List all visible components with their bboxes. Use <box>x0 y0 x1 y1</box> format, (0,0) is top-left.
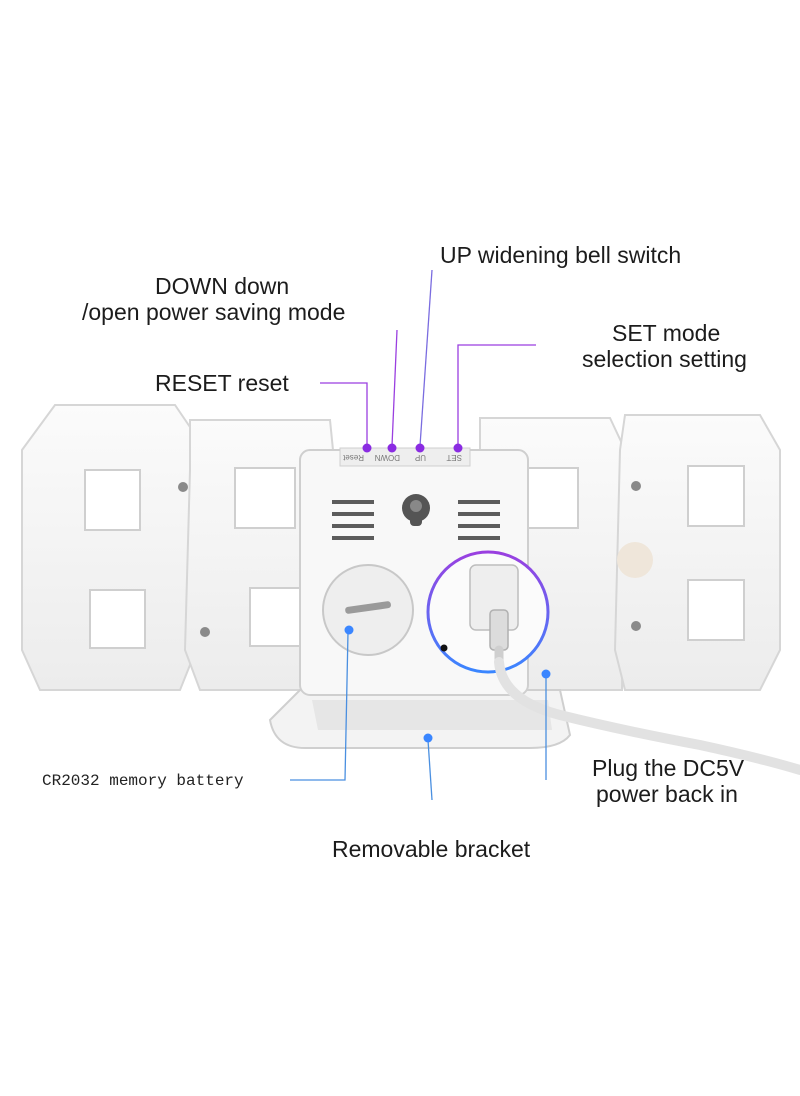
leader-bracket <box>427 739 433 801</box>
leader-reset <box>320 382 368 446</box>
clock-left-digits <box>21 404 337 691</box>
screw-icon <box>631 481 641 491</box>
label-bracket: Removable bracket <box>332 836 531 862</box>
label-plug-line2: power back in <box>596 781 738 807</box>
label-up: UP widening bell switch <box>440 242 682 268</box>
leader-lines <box>290 269 551 801</box>
vent-icon <box>332 500 374 540</box>
label-reset: RESET reset <box>155 370 289 396</box>
label-set-line1: SET mode <box>612 320 721 346</box>
dc-plug-icon <box>469 564 519 670</box>
keyhole-icon <box>402 494 430 526</box>
button-label-down: DOWN <box>374 453 400 462</box>
screw-icon <box>200 627 210 637</box>
battery-cover-icon <box>322 564 414 656</box>
label-down-line1: DOWN down <box>155 273 290 299</box>
vent-icon <box>458 500 500 540</box>
removable-bracket <box>268 689 572 749</box>
screw-icon <box>631 621 641 631</box>
leader-battery <box>290 631 349 781</box>
leader-down <box>391 329 398 447</box>
button-label-reset: Reset <box>342 453 364 462</box>
leader-up <box>419 269 433 447</box>
label-set-line2: selection setting <box>582 346 747 372</box>
button-label-up: UP <box>415 453 426 462</box>
label-down-line2: /open power saving mode <box>82 299 346 325</box>
power-cable <box>494 657 800 775</box>
button-label-set: SET <box>446 453 462 462</box>
label-battery: CR2032 memory battery <box>42 772 244 790</box>
dc-plug-highlight <box>426 550 550 674</box>
label-plug-line1: Plug the DC5V <box>592 755 745 781</box>
screw-icon <box>178 482 188 492</box>
leader-set <box>457 344 536 446</box>
